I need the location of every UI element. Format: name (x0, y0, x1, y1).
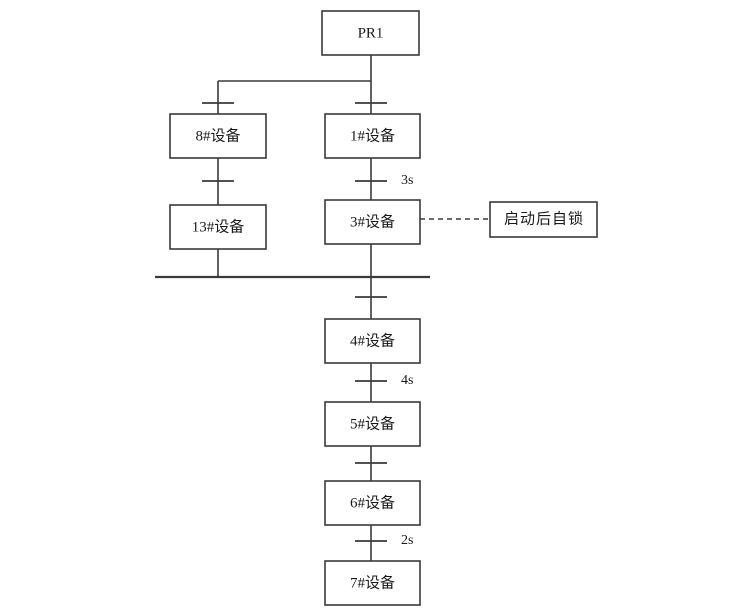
step-box-pr1[interactable]: PR1 (321, 10, 420, 56)
connector-lines (155, 55, 430, 561)
step-label-3: 3#设备 (350, 213, 395, 230)
step-box-13[interactable]: 13#设备 (169, 204, 267, 250)
timer-2s-label: 2s (401, 533, 413, 548)
annotation-box-self-lock[interactable]: 启动后自锁 (489, 201, 598, 238)
timer-3s-label: 3s (401, 173, 413, 188)
annotation-label-self-lock: 启动后自锁 (504, 210, 584, 227)
timer-labels: 3s 4s 2s (401, 173, 413, 548)
step-label-1: 1#设备 (350, 127, 395, 144)
step-label-6: 6#设备 (350, 494, 395, 511)
step-box-5[interactable]: 5#设备 (324, 401, 421, 447)
step-label-8: 8#设备 (195, 127, 240, 144)
step-box-6[interactable]: 6#设备 (324, 480, 421, 526)
step-label-4: 4#设备 (350, 332, 395, 349)
step-label-13: 13#设备 (192, 218, 245, 235)
step-box-7[interactable]: 7#设备 (324, 560, 421, 606)
step-label-7: 7#设备 (350, 574, 395, 591)
transition-ticks (202, 102, 387, 542)
step-box-4[interactable]: 4#设备 (324, 318, 421, 364)
step-box-3[interactable]: 3#设备 (324, 199, 421, 245)
timer-4s-label: 4s (401, 373, 413, 388)
step-box-1[interactable]: 1#设备 (324, 113, 421, 159)
step-box-8[interactable]: 8#设备 (169, 113, 267, 159)
step-label-5: 5#设备 (350, 415, 395, 432)
step-label-pr1: PR1 (358, 25, 384, 41)
